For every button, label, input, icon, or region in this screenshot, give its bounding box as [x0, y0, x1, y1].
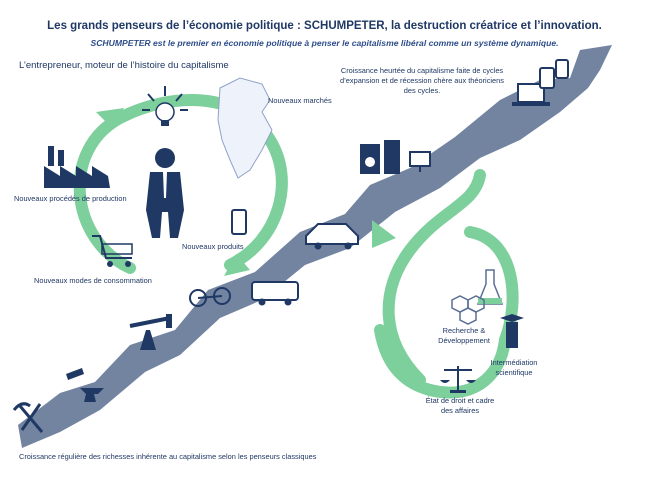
anvil-icon: [66, 368, 104, 402]
scales-icon: [440, 366, 476, 393]
shopping-cart-icon: [92, 235, 133, 267]
bus-icon: [251, 281, 299, 306]
s-arrowhead: [372, 220, 396, 248]
pickaxe-icon: [12, 402, 44, 433]
flask-icon: [476, 269, 504, 305]
appliances-icon: [360, 140, 431, 174]
page-title: Les grands penseurs de l’économie politi…: [47, 20, 602, 32]
world-map-icon: [217, 77, 273, 179]
cycle-arrowhead: [224, 254, 250, 276]
smartphone-icon: [231, 209, 247, 235]
page-subtitle: SCHUMPETER est le premier en économie po…: [90, 38, 559, 48]
label-intermediation: Intermédiation scientifique: [490, 358, 538, 377]
label-new-markets: Nouveaux marchés: [268, 96, 332, 105]
cycle-arrowhead-2: [96, 108, 124, 128]
label-new-consumption: Nouveaux modes de consommation: [34, 276, 152, 285]
molecule-icon: [451, 295, 485, 325]
cycle-heading: L’entrepreneur, moteur de l’histoire du …: [19, 60, 229, 71]
s-arrow-top: [382, 169, 486, 386]
cycle-arc: [73, 94, 288, 276]
lightbulb-icon: [142, 86, 188, 126]
label-regular-growth: Croissance régulière des richesses inhér…: [19, 452, 317, 461]
steam-engine-icon: [189, 287, 231, 307]
oil-pump-icon: [129, 314, 172, 350]
cycle-arc-path: [73, 94, 288, 274]
devices-icon: [512, 59, 569, 106]
label-cycles-growth: Croissance heurtée du capitalisme faite …: [340, 66, 504, 95]
label-new-processes: Nouveaux procédés de production: [14, 194, 127, 203]
label-rnd: Recherche & Développement: [438, 326, 490, 345]
graduate-icon: [500, 314, 524, 348]
s-arrow-bottom: [374, 324, 511, 399]
entrepreneur-icon: [146, 148, 184, 238]
car-icon: [305, 223, 359, 250]
factory-icon: [44, 146, 110, 188]
label-new-products: Nouveaux produits: [182, 242, 244, 251]
label-state: État de droit et cadre des affaires: [425, 396, 495, 415]
